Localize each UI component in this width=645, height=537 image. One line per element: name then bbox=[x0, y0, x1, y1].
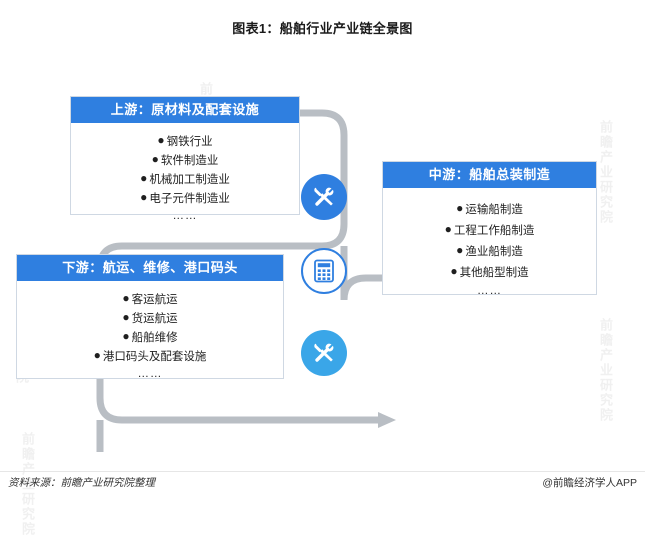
page-title: 图表1：船舶行业产业链全景图 bbox=[232, 21, 413, 36]
bullet-icon: ● bbox=[93, 348, 101, 362]
tools-node bbox=[301, 174, 347, 220]
list-item: ●工程工作船制造 bbox=[383, 220, 596, 241]
list-item-label: 渔业船制造 bbox=[465, 246, 523, 258]
midstream-box: 中游：船舶总装制造 ●运输船制造 ●工程工作船制造 ●渔业船制造 ●其他船型制造… bbox=[382, 161, 597, 297]
list-item: ●机械加工制造业 bbox=[71, 170, 299, 189]
calculator-node bbox=[301, 248, 347, 294]
list-item-label: 港口码头及配套设施 bbox=[102, 351, 207, 363]
bullet-icon: ● bbox=[122, 310, 130, 324]
list-item: ●港口码头及配套设施 bbox=[17, 347, 283, 366]
upstream-items: ●钢铁行业 ●软件制造业 ●机械加工制造业 ●电子元件制造业 …… bbox=[71, 123, 299, 231]
bullet-icon: ● bbox=[122, 329, 130, 343]
list-item-label: 其他船型制造 bbox=[459, 267, 529, 279]
bullet-icon: ● bbox=[456, 201, 464, 215]
list-item: ●渔业船制造 bbox=[383, 241, 596, 262]
upstream-box: 上游：原材料及配套设施 ●钢铁行业 ●软件制造业 ●机械加工制造业 ●电子元件制… bbox=[70, 96, 300, 222]
downstream-ellipsis: …… bbox=[137, 368, 163, 380]
list-item: ●货运航运 bbox=[17, 309, 283, 328]
downstream-box: 下游：航运、维修、港口码头 ●客运航运 ●货运航运 ●船舶维修 ●港口码头及配套… bbox=[16, 254, 284, 380]
bullet-icon: ● bbox=[450, 264, 458, 278]
list-item: ●运输船制造 bbox=[383, 199, 596, 220]
calculator-icon bbox=[314, 259, 334, 283]
list-item-label: 货运航运 bbox=[131, 313, 178, 325]
bullet-icon: ● bbox=[456, 243, 464, 257]
bullet-icon: ● bbox=[122, 291, 130, 305]
list-item-label: 机械加工制造业 bbox=[149, 174, 230, 186]
list-item-label: 电子元件制造业 bbox=[149, 193, 230, 205]
list-item-label: 运输船制造 bbox=[465, 204, 523, 216]
list-item: ●电子元件制造业 bbox=[71, 189, 299, 208]
midstream-ellipsis: …… bbox=[477, 285, 502, 297]
footer-divider bbox=[0, 471, 645, 472]
bullet-icon: ● bbox=[140, 190, 148, 204]
downstream-header: 下游：航运、维修、港口码头 bbox=[17, 255, 283, 281]
list-item: ●软件制造业 bbox=[71, 151, 299, 170]
upstream-header: 上游：原材料及配套设施 bbox=[71, 97, 299, 123]
downstream-items: ●客运航运 ●货运航运 ●船舶维修 ●港口码头及配套设施 …… bbox=[17, 281, 283, 389]
wrench-screwdriver-icon bbox=[314, 187, 334, 206]
midstream-items: ●运输船制造 ●工程工作船制造 ●渔业船制造 ●其他船型制造 …… bbox=[383, 188, 596, 306]
list-item: ●钢铁行业 bbox=[71, 132, 299, 151]
bullet-icon: ● bbox=[444, 222, 452, 236]
pipe-connectors bbox=[96, 109, 396, 452]
list-item-label: 客运航运 bbox=[131, 294, 178, 306]
list-item-label: 船舶维修 bbox=[131, 332, 178, 344]
list-item: ●船舶维修 bbox=[17, 328, 283, 347]
bullet-icon: ● bbox=[151, 152, 159, 166]
upstream-ellipsis: …… bbox=[172, 210, 198, 222]
wrench-screwdriver-icon bbox=[314, 343, 334, 362]
source-note: 资料来源：前瞻产业研究院整理 bbox=[8, 477, 155, 489]
credit-note: @前瞻经济学人APP bbox=[542, 477, 637, 489]
repair-node bbox=[301, 330, 347, 376]
bullet-icon: ● bbox=[140, 171, 148, 185]
list-item-label: 工程工作船制造 bbox=[453, 225, 535, 237]
list-item-label: 软件制造业 bbox=[160, 155, 219, 167]
list-item-label: 钢铁行业 bbox=[166, 136, 213, 148]
list-item: ●其他船型制造 bbox=[383, 262, 596, 283]
bullet-icon: ● bbox=[157, 133, 165, 147]
list-item: ●客运航运 bbox=[17, 290, 283, 309]
midstream-header: 中游：船舶总装制造 bbox=[383, 162, 596, 188]
